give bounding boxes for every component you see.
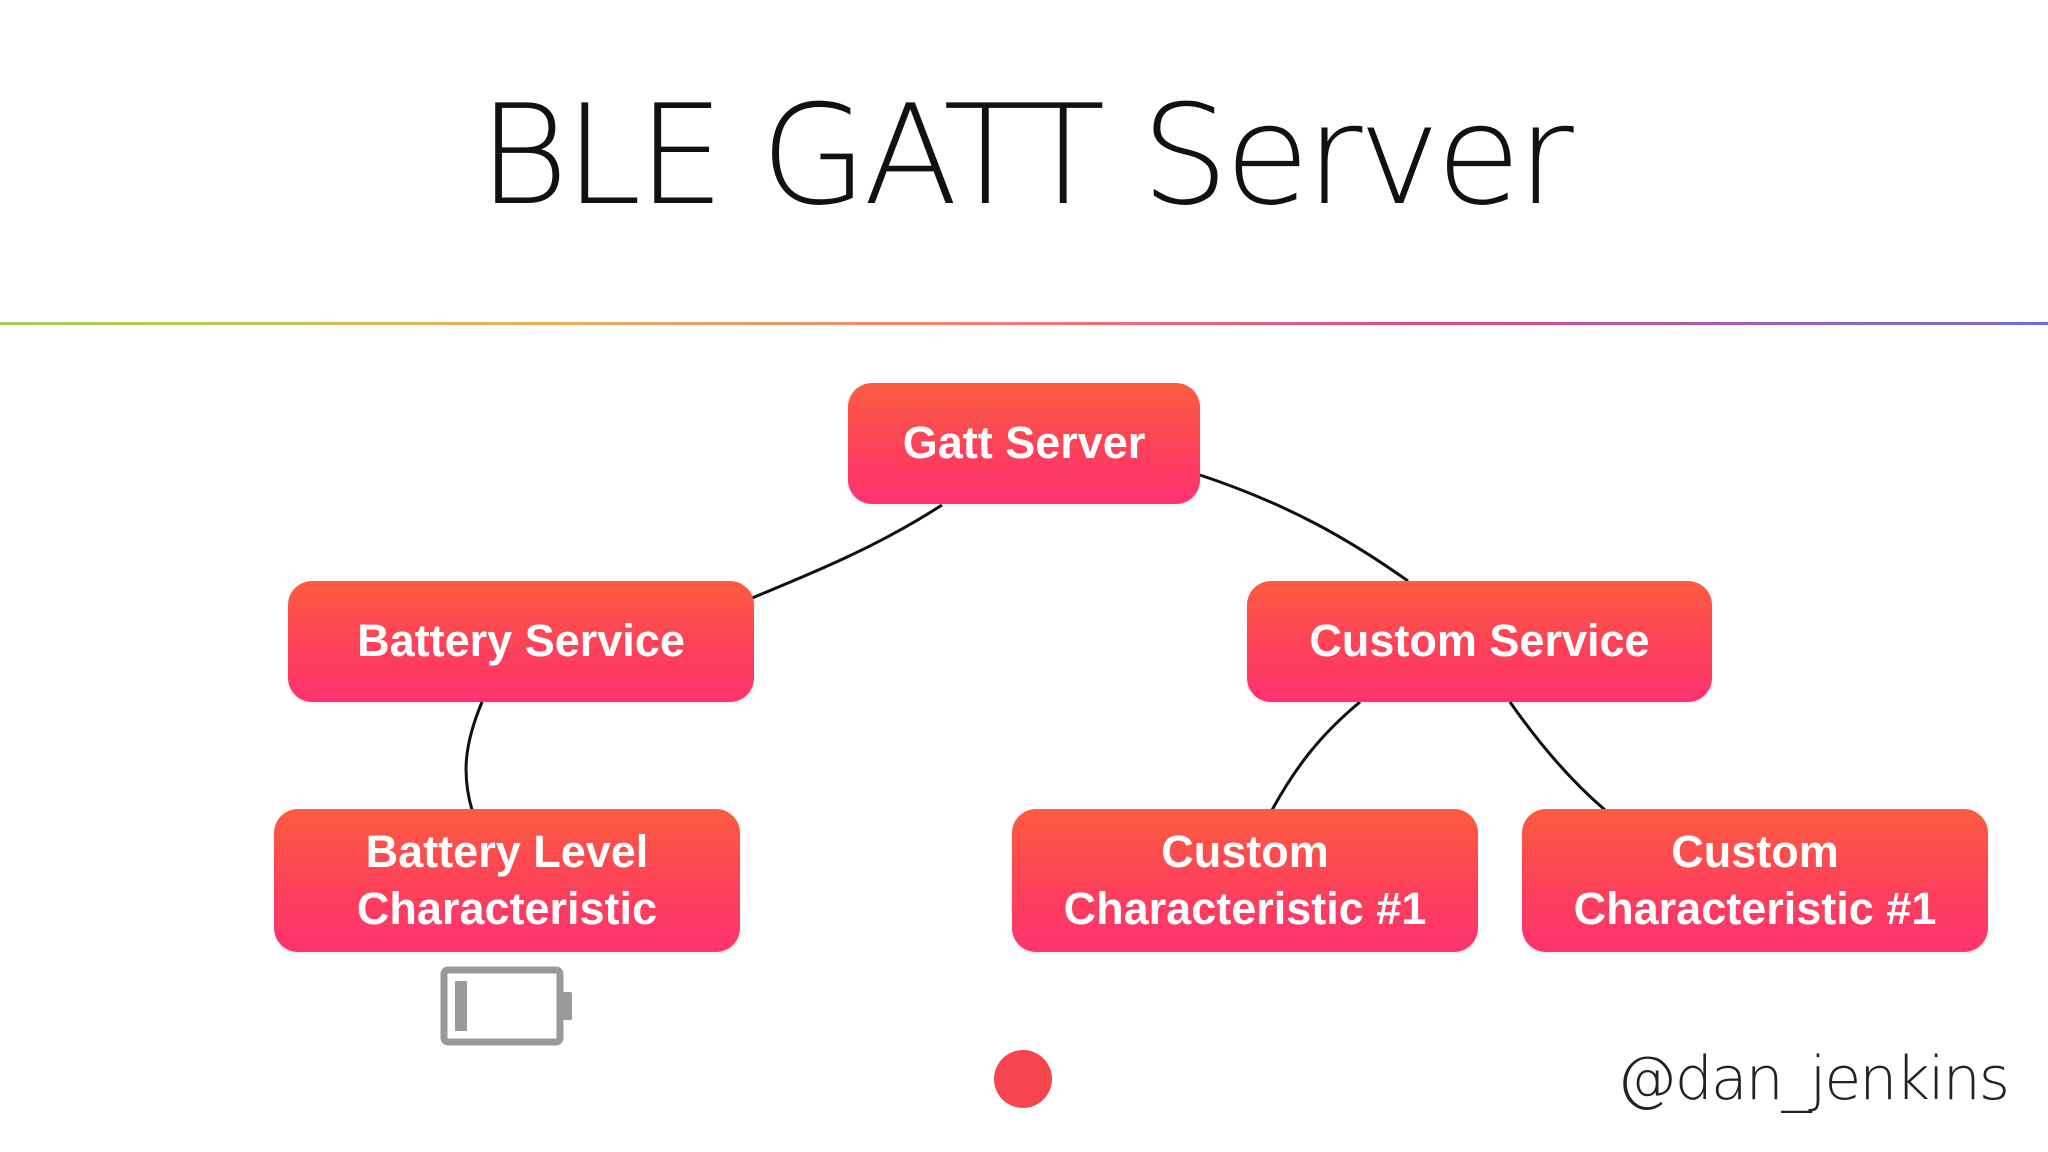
node-custom-characteristic-a: Custom Characteristic #1 bbox=[1012, 809, 1478, 952]
slide-title: BLE GATT Server bbox=[478, 75, 1574, 236]
node-custom-characteristic-b: Custom Characteristic #1 bbox=[1522, 809, 1988, 952]
author-handle: @dan_jenkins bbox=[1616, 1044, 2010, 1114]
laser-pointer-dot bbox=[994, 1050, 1052, 1108]
edge-custom-service-to-char-a bbox=[1270, 700, 1361, 811]
node-battery-service: Battery Service bbox=[288, 581, 754, 702]
battery-icon bbox=[440, 966, 572, 1046]
edge-battery-service-to-level bbox=[464, 701, 484, 811]
edge-custom-service-to-char-b bbox=[1508, 701, 1606, 812]
node-battery-level-characteristic: Battery Level Characteristic bbox=[274, 809, 740, 952]
title-divider bbox=[0, 322, 2048, 325]
node-custom-service: Custom Service bbox=[1247, 581, 1712, 702]
edge-gatt-to-battery-service bbox=[751, 503, 943, 600]
node-gatt-server: Gatt Server bbox=[848, 383, 1200, 504]
edge-gatt-to-custom-service bbox=[1199, 473, 1409, 583]
